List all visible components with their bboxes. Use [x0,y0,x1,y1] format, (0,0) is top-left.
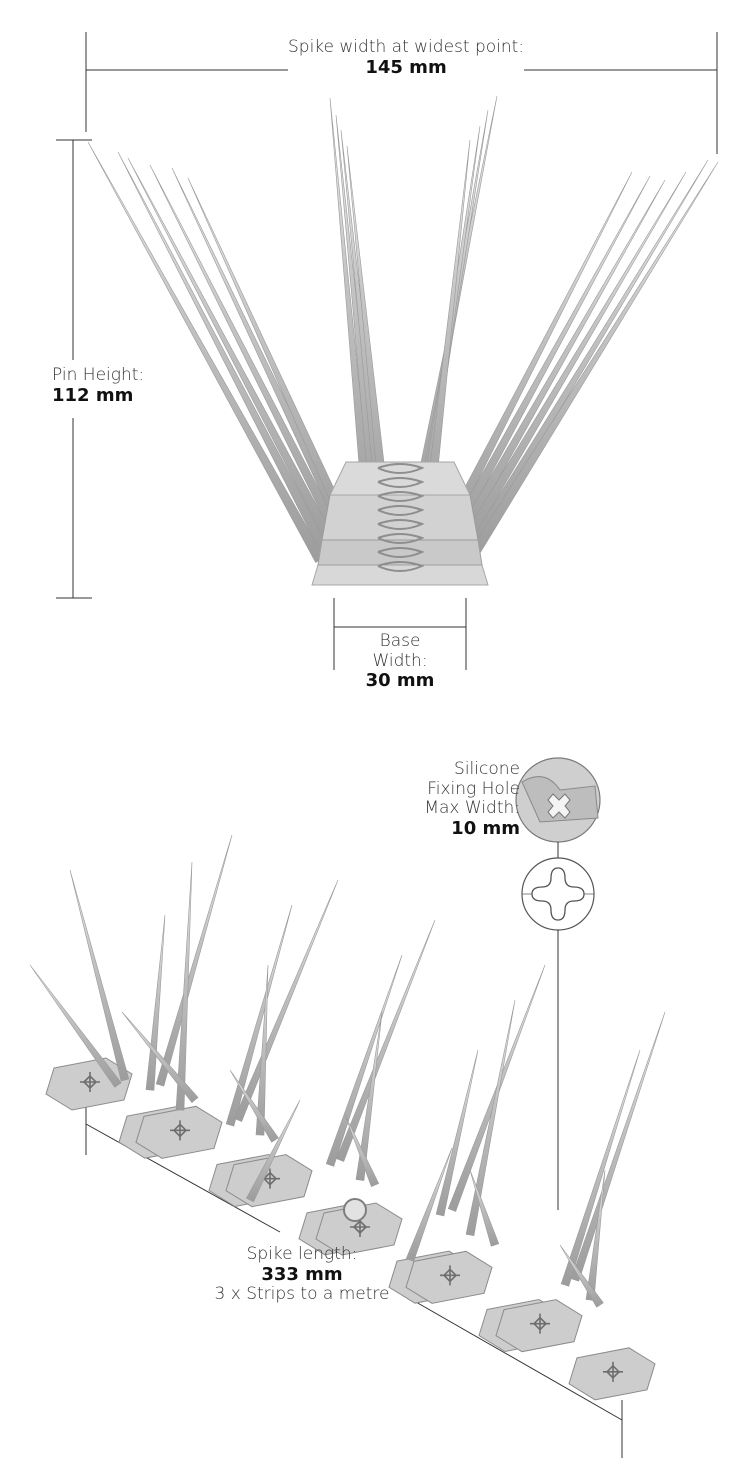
cross-hole-icon [530,1313,550,1334]
base-loop [377,519,425,530]
spike-length-dimension-line [85,1100,623,1458]
strip-spike [560,1049,641,1287]
strip-spike [121,1011,199,1103]
cross-hole-icon [80,1072,100,1092]
front-spike [117,151,335,563]
center-ring-icon [343,1198,367,1222]
front-spike [149,164,351,555]
strip-spike [255,964,269,1136]
base-width-dimension-line [333,598,467,670]
front-spike [127,157,343,558]
base-loop [377,505,425,516]
spike-length-value: 333 mm [261,1263,343,1285]
strip-base-segment [225,1154,313,1208]
strip-spike [325,954,403,1167]
widest-label: Spike width at widest point: [288,37,525,57]
fixing-hole-label-1: Silicone [454,759,520,779]
strip-spike [155,834,233,1087]
strip-spike [344,1114,380,1187]
strip-spike [435,1049,479,1217]
base-width-label-2: Width: [372,650,428,671]
fixing-hole-label-group: Silicone Fixing Hole Max Width: 10 mm [410,759,520,839]
strip-view-base [45,1057,656,1401]
front-spike [441,175,651,551]
strip-spike [405,1147,453,1262]
pin-height-value: 112 mm [52,384,134,406]
strip-spike [585,1169,606,1301]
front-spike [453,171,687,558]
fixing-hole-detail [515,757,601,1210]
strip-view-spikes [29,834,666,1308]
base-loop [377,491,425,502]
base-loop [377,547,425,558]
base-loop [377,533,425,544]
strip-base-segment [135,1105,223,1159]
base-width-label-group: Base Width: 30 mm [350,631,450,692]
pin-height-label: Pin Height: [52,365,145,385]
fixing-hole-label-3: Max Width: [424,798,520,819]
front-view-base [311,461,489,586]
front-spike [461,159,709,562]
widest-value: 145 mm [365,56,447,78]
base-loop [377,477,425,488]
spike-length-label: Spike length: [246,1244,358,1264]
cross-hole-icon [170,1120,190,1141]
strip-base-segment [405,1250,493,1304]
strip-spike [225,904,293,1127]
strip-spike [233,879,339,1122]
front-spike [447,179,666,555]
strip-spike [355,1011,383,1181]
strip-spike [69,869,130,1082]
pin-height-label-group: Pin Height: 112 mm [52,365,145,407]
strip-spike [246,1099,301,1203]
cross-hole-icon [603,1361,623,1382]
fixing-hole-value: 10 mm [451,817,520,839]
strip-base-segment [568,1347,656,1401]
spike-length-label-group: Spike length: 333 mm 3 x Strips to a met… [214,1244,390,1305]
pin-height-dimension-line [56,139,92,599]
front-spike [87,141,325,563]
fixing-hole-label-2: Fixing Hole [427,778,520,799]
strips-note: 3 x Strips to a metre [214,1284,390,1305]
strip-spike [229,1069,279,1143]
strip-base-segment [315,1202,403,1256]
cross-hole-icon [547,793,571,819]
widest-label-group: Spike width at widest point: 145 mm [288,37,525,79]
strip-spike [570,1011,666,1282]
strip-spike [465,999,516,1237]
strip-spike [29,964,122,1088]
base-width-value: 30 mm [365,670,435,692]
strip-spike [469,1169,500,1247]
cross-hole-icon [440,1265,460,1286]
base-width-label-1: Base [379,631,421,651]
base-loop [377,561,425,572]
strip-spike [335,919,436,1162]
strip-spike [175,861,193,1111]
strip-spike [559,1244,604,1308]
front-view-spikes [87,95,719,564]
front-spike [465,161,719,564]
base-loop [377,463,425,474]
strip-base-segment [495,1299,583,1353]
